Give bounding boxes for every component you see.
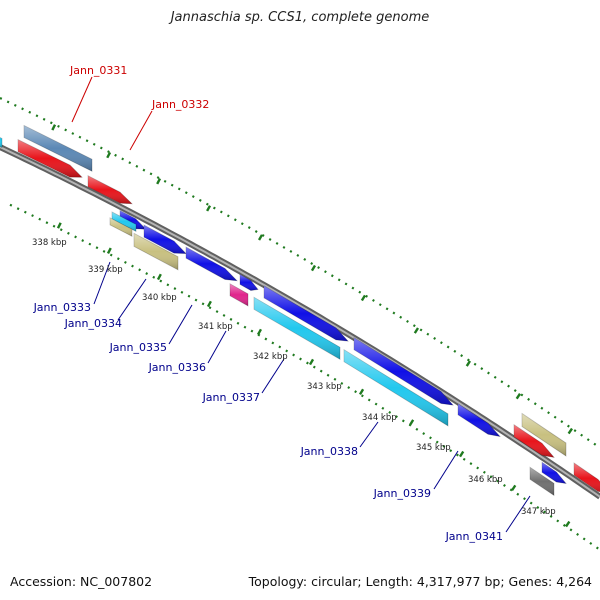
gene-arrow-shading [0, 137, 2, 148]
gene-arrow-shading [186, 247, 237, 281]
gene-label-reverse: Jann_0333 [33, 301, 91, 314]
gene-arrow-shading [514, 424, 554, 458]
gene-label-reverse: Jann_0338 [300, 445, 358, 458]
gene-label-reverse: Jann_0335 [109, 341, 167, 354]
major-tick [106, 151, 112, 159]
kbp-labels: 338 kbp 339 kbp 340 kbp 341 kbp 342 kbp 343 k… [32, 238, 556, 517]
callout-line [117, 278, 147, 321]
kbp-label: 345 kbp [416, 443, 451, 453]
callout-line [359, 421, 379, 448]
gene-arrow-shading [120, 210, 146, 230]
gene-callouts: Jann_0331Jann_0332Jann_0333Jann_0334Jann… [33, 64, 531, 543]
gene-arrow-shading [522, 413, 566, 456]
gene-arrow-shading [254, 297, 340, 360]
accession-label: Accession: NC_007802 [10, 574, 153, 589]
kbp-label: 338 kbp [32, 238, 67, 248]
callout-line [261, 358, 285, 394]
major-tick [565, 520, 571, 528]
major-tick [567, 427, 573, 435]
gene-arrow-shading [458, 403, 500, 437]
major-tick [413, 327, 420, 334]
gene-label-forward: Jann_0332 [151, 98, 209, 111]
major-tick [156, 178, 162, 185]
gene-arrow-shading [574, 463, 600, 492]
gene-arrow-shading [230, 283, 248, 306]
callout-line [71, 76, 93, 123]
gene-arrow-shading [110, 217, 132, 237]
gene-arrow-shading [344, 349, 448, 426]
gene-arrow-shading [542, 462, 566, 484]
backbone-inner [0, 146, 600, 498]
major-tick [56, 222, 62, 229]
callout-line [505, 495, 531, 533]
kbp-label: 341 kbp [198, 322, 233, 332]
gene-arrow-shading [144, 225, 186, 254]
major-tick [206, 300, 212, 308]
gene-arrow-shading [240, 274, 258, 291]
callout-line [93, 261, 111, 305]
kbp-label: 343 kbp [307, 382, 342, 392]
gene-label-forward: Jann_0331 [69, 64, 127, 77]
gene-label-reverse: Jann_0341 [445, 530, 503, 543]
major-tick [310, 264, 317, 272]
gene-arrow-shading [354, 337, 453, 406]
gene-arrow-shading [134, 233, 178, 270]
major-tick [458, 450, 465, 458]
kbp-label: 339 kbp [88, 265, 123, 275]
major-tick [51, 124, 57, 131]
major-tick [515, 393, 522, 400]
major-tick [156, 273, 162, 281]
major-tick [106, 247, 112, 254]
callout-line [433, 450, 459, 490]
major-tick [256, 328, 263, 336]
major-tick [257, 234, 264, 241]
kbp-label: 344 kbp [362, 413, 397, 423]
callout-line [168, 304, 193, 345]
map-title: Jannaschia sp. CCS1, complete genome [170, 10, 430, 25]
major-tick [465, 360, 472, 367]
kbp-label: 347 kbp [521, 507, 556, 517]
kbp-label: 346 kbp [468, 475, 503, 485]
gene-features [0, 124, 600, 497]
major-tick [358, 388, 365, 395]
callout-line [207, 330, 227, 364]
gene-arrow-shading [88, 175, 132, 204]
gene-arrow-shading [112, 212, 136, 232]
gene-arrow-shading [530, 467, 554, 496]
major-tick [308, 358, 315, 366]
topology-summary: Topology: circular; Length: 4,317,977 bp… [248, 574, 592, 589]
minor-tick-row [9, 203, 600, 551]
kbp-label: 340 kbp [142, 293, 177, 303]
gene-arrow-shading [264, 285, 348, 342]
gene-label-reverse: Jann_0336 [148, 361, 206, 374]
major-tick [206, 205, 212, 212]
tick-marks [0, 97, 600, 551]
major-tick [408, 419, 415, 426]
major-tick [360, 294, 367, 302]
gene-arrow-shading [24, 125, 92, 172]
callout-line [129, 110, 153, 151]
gene-label-reverse: Jann_0334 [64, 317, 122, 330]
gene-label-reverse: Jann_0339 [373, 487, 431, 500]
kbp-label: 342 kbp [253, 352, 288, 362]
genome-backbone [0, 144, 600, 500]
major-tick [510, 484, 517, 492]
gene-arrow-shading [18, 139, 82, 178]
gene-label-reverse: Jann_0337 [202, 391, 260, 404]
